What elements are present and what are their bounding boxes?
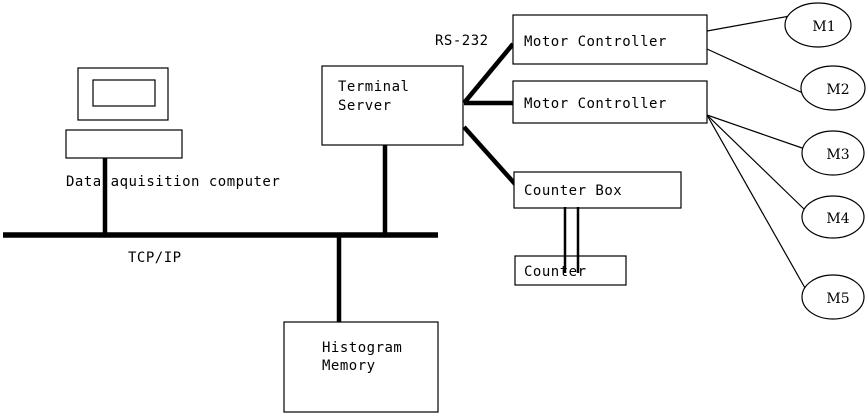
counter-box-rect [513, 171, 682, 209]
rs232-links-group: RS-232 [435, 33, 517, 186]
motor-m1-node[interactable]: M1 [784, 2, 852, 48]
motor-m5-node[interactable]: M5 [801, 274, 865, 320]
link-mc2-to-m3 [706, 114, 806, 150]
motor-m4-node[interactable]: M4 [801, 195, 865, 239]
computer-base-icon [65, 129, 183, 159]
motor-m1-ellipse [784, 2, 852, 48]
counter-box-label: Counter Box [524, 183, 622, 199]
tcpip-label: TCP/IP [128, 250, 182, 266]
motor-m2-node[interactable]: M2 [800, 65, 866, 111]
counter-node[interactable]: Counter [514, 255, 627, 286]
terminal-server-node[interactable]: Terminal Server [321, 65, 464, 146]
motor-m5-ellipse [801, 274, 865, 320]
histogram-memory-node[interactable]: Histogram Memory [283, 321, 439, 413]
terminal-server-label-line2: Server [338, 98, 392, 114]
motor-m5-label: M5 [826, 291, 849, 307]
counter-label: Counter [524, 264, 587, 280]
terminal-server-box [321, 65, 464, 146]
motor-m2-label: M2 [826, 82, 849, 98]
motor-controller-1-box [512, 14, 708, 65]
motor-m4-label: M4 [826, 211, 849, 227]
tcpip-bus-group [3, 145, 438, 323]
counter-box-node[interactable]: Counter Box [513, 171, 682, 209]
terminal-server-label-line1: Terminal [338, 79, 409, 95]
motor-m2-ellipse [800, 65, 866, 111]
motor-controller-2-label: Motor Controller [524, 96, 667, 112]
motor-links-controller-1 [706, 15, 806, 95]
data-acquisition-computer[interactable]: Data aquisition computer [65, 67, 280, 190]
counter-cable-group [563, 207, 580, 273]
monitor-screen-icon [92, 79, 156, 107]
counter-rect [514, 255, 627, 286]
motor-links-controller-2 [706, 114, 806, 289]
data-acquisition-computer-label: Data aquisition computer [66, 174, 280, 190]
histogram-memory-label-line1: Histogram [322, 340, 402, 356]
motor-controller-2-box [512, 80, 708, 124]
motor-m1-label: M1 [812, 19, 835, 35]
link-mc2-to-m4 [706, 114, 806, 211]
motor-controller-1-label: Motor Controller [524, 34, 667, 50]
histogram-memory-box [283, 321, 439, 413]
link-mc1-to-m1 [706, 15, 791, 32]
motor-m3-label: M3 [826, 147, 849, 163]
motor-controller-1-node[interactable]: Motor Controller [512, 14, 708, 65]
motor-m3-ellipse [801, 130, 865, 176]
motor-m3-node[interactable]: M3 [801, 130, 865, 176]
motor-m4-ellipse [801, 195, 865, 239]
rs232-label: RS-232 [435, 33, 489, 49]
motor-controller-2-node[interactable]: Motor Controller [512, 80, 708, 124]
link-terminal-to-motor-controller-1 [462, 42, 515, 105]
link-terminal-to-counter-box [462, 125, 517, 186]
link-mc1-to-m2 [706, 48, 806, 95]
histogram-memory-label-line2: Memory [322, 358, 376, 374]
link-mc2-to-m5 [706, 114, 806, 289]
